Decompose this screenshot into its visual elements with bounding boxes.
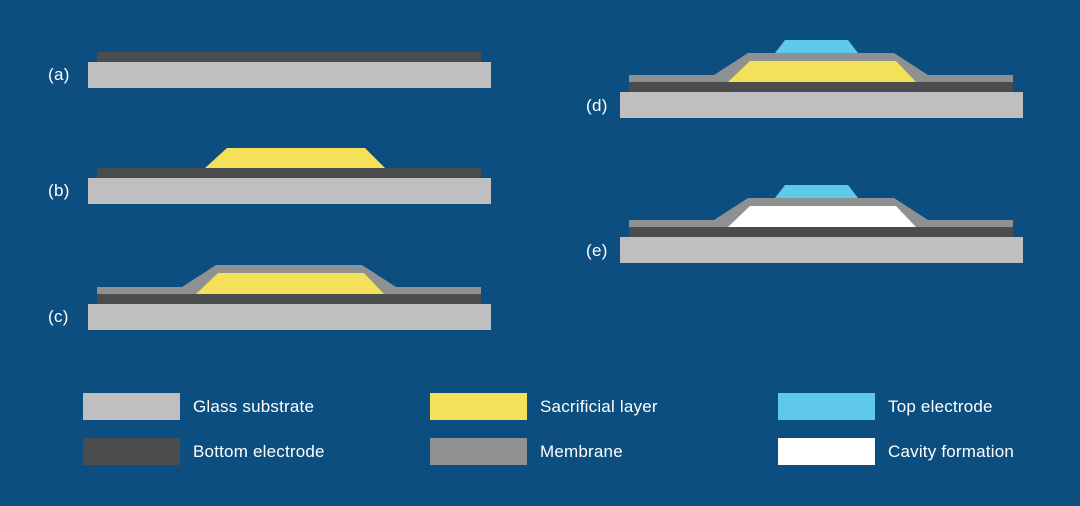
glass-substrate-layer — [620, 237, 1023, 263]
sacrificial-layer — [196, 273, 384, 294]
legend-swatch-glass-substrate — [83, 393, 180, 420]
bottom-electrode-layer — [97, 168, 481, 178]
legend-label-bottom-electrode: Bottom electrode — [193, 441, 325, 461]
sacrificial-layer — [205, 148, 385, 168]
glass-substrate-layer — [88, 62, 491, 88]
step-d-label: (d) — [586, 96, 608, 115]
bottom-electrode-layer — [629, 82, 1013, 92]
sacrificial-layer — [728, 61, 916, 82]
legend-item-membrane: Membrane — [430, 438, 778, 465]
legend-swatch-sacrificial-layer — [430, 393, 527, 420]
top-electrode-layer — [775, 40, 858, 53]
legend-label-membrane: Membrane — [540, 441, 623, 461]
step-d-diagram — [620, 40, 1023, 118]
top-electrode-layer — [775, 185, 858, 198]
legend-item-sacrificial-layer: Sacrificial layer — [430, 393, 778, 420]
bottom-electrode-layer — [629, 227, 1013, 237]
bottom-electrode-layer — [97, 294, 481, 304]
legend-swatch-top-electrode — [778, 393, 875, 420]
legend-item-bottom-electrode: Bottom electrode — [83, 438, 430, 465]
step-e-label: (e) — [586, 241, 608, 260]
legend-item-top-electrode: Top electrode — [778, 393, 1078, 420]
legend-swatch-cavity-formation — [778, 438, 875, 465]
legend-label-cavity-formation: Cavity formation — [888, 441, 1015, 461]
legend-label-top-electrode: Top electrode — [888, 396, 993, 416]
step-a-diagram — [88, 52, 491, 88]
step-b-label: (b) — [48, 181, 70, 200]
bottom-electrode-layer — [97, 52, 481, 62]
legend-label-sacrificial-layer: Sacrificial layer — [540, 396, 658, 416]
legend-item-cavity-formation: Cavity formation — [778, 438, 1078, 465]
step-b-diagram — [88, 148, 491, 204]
legend-label-glass-substrate: Glass substrate — [193, 396, 315, 416]
legend: Glass substrate Sacrificial layer Top el… — [83, 393, 1078, 465]
legend-swatch-membrane — [430, 438, 527, 465]
step-c-diagram — [88, 265, 491, 330]
glass-substrate-layer — [88, 304, 491, 330]
legend-swatch-bottom-electrode — [83, 438, 180, 465]
glass-substrate-layer — [620, 92, 1023, 118]
glass-substrate-layer — [88, 178, 491, 204]
step-c-label: (c) — [48, 307, 69, 326]
legend-item-glass-substrate: Glass substrate — [83, 393, 430, 420]
step-a-label: (a) — [48, 65, 70, 84]
step-e-diagram — [620, 185, 1023, 263]
cavity-layer — [728, 206, 916, 227]
